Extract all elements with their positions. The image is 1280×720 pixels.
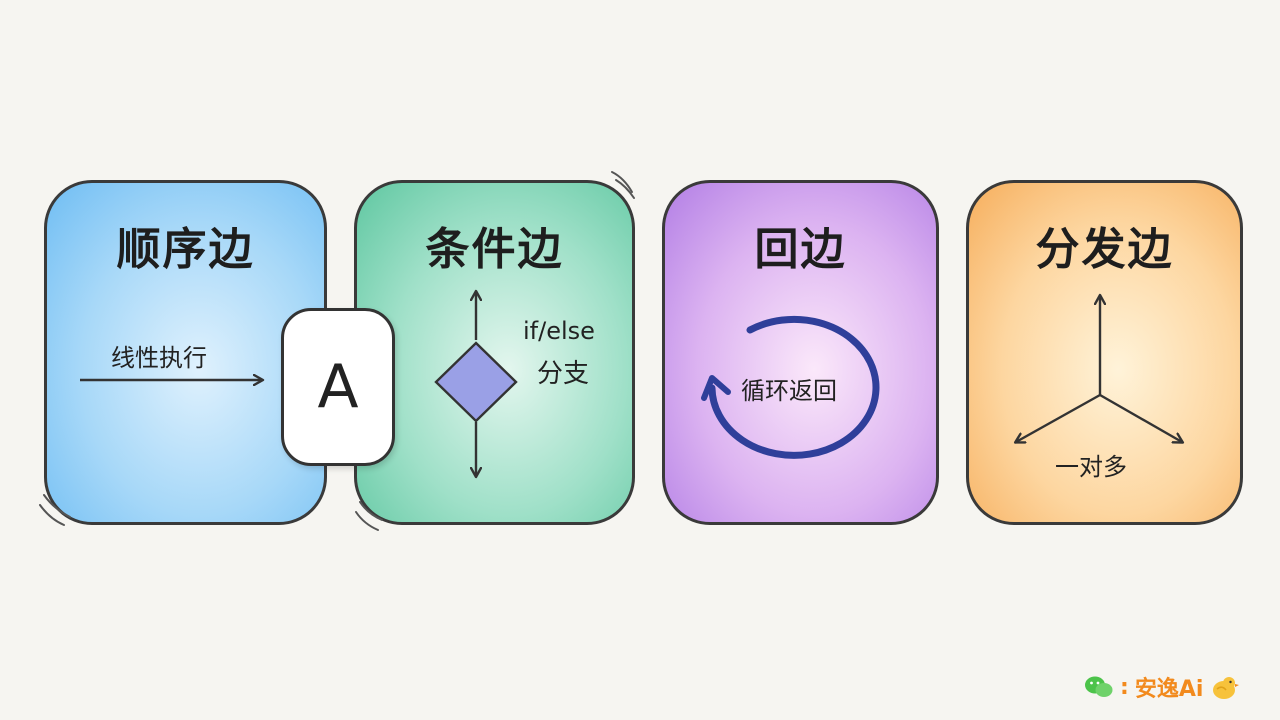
card-conditional-edge: 条件边 if/else 分支: [354, 180, 635, 525]
bird-icon: [1213, 677, 1240, 699]
card-label: 一对多: [1055, 453, 1127, 481]
card-title: 回边: [754, 224, 847, 275]
card-label: 线性执行: [111, 344, 207, 372]
card-sequential-edge: 顺序边 线性执行: [44, 180, 327, 525]
fanout-diagram: [1016, 296, 1182, 442]
motion-marks: [39, 171, 635, 531]
card-title: 顺序边: [116, 224, 255, 275]
node-a: A: [281, 308, 395, 466]
wechat-icon: [1085, 676, 1113, 697]
card-fanout-edge: 分发边 一对多: [966, 180, 1243, 525]
card-title: 条件边: [425, 224, 564, 275]
card-label-line1: if/else: [523, 317, 595, 345]
watermark: : 安逸Ai: [1084, 670, 1240, 704]
card-label-line2: 分支: [537, 359, 590, 389]
loop-arrow: [708, 315, 880, 459]
card-title: 分发边: [1035, 224, 1174, 275]
decision-diamond: [434, 341, 518, 423]
card-back-edge: 回边 循环返回: [662, 180, 939, 525]
watermark-separator: :: [1120, 674, 1129, 700]
card-label: 循环返回: [741, 377, 837, 405]
conditional-diagram: [434, 292, 518, 476]
watermark-text: 安逸Ai: [1134, 677, 1204, 702]
